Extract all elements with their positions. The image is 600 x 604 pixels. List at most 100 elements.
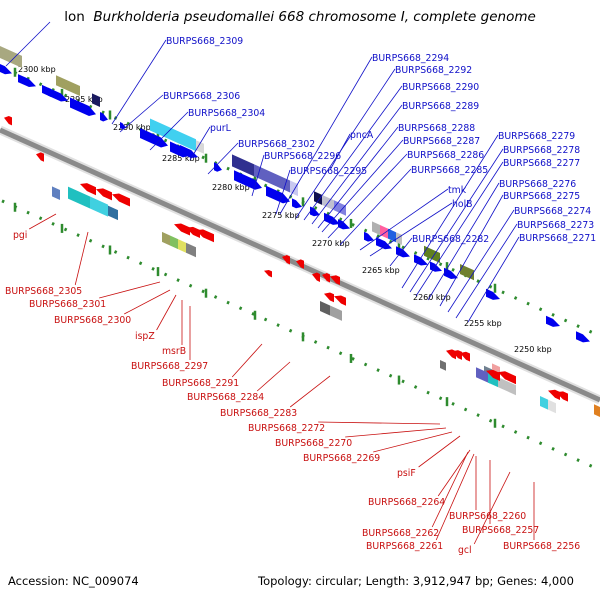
gene-label-bottom: pgi	[13, 230, 27, 241]
scale-dot	[526, 301, 530, 306]
scale-dot	[51, 222, 55, 226]
scale-dot	[588, 463, 593, 468]
gene-label-bottom: BURPS668_2284	[187, 392, 264, 403]
scale-dot	[1, 199, 5, 204]
label-leader-top	[111, 39, 167, 125]
cds-block	[396, 232, 402, 245]
scale-dot	[338, 217, 343, 222]
scale-dot	[588, 329, 593, 334]
scale-dot	[213, 295, 218, 299]
scale-dot	[351, 223, 355, 227]
scale-dot	[513, 296, 518, 300]
cds-block	[498, 377, 516, 396]
label-leader-top	[321, 139, 404, 233]
accession-text: Accession: NC_009074	[8, 574, 139, 588]
scale-dot	[226, 166, 230, 171]
scale-dot	[563, 452, 568, 457]
reverse-gene-arrow	[80, 183, 96, 196]
label-leader-top	[189, 126, 211, 161]
label-leader-top	[467, 236, 520, 323]
cds-block	[186, 242, 196, 258]
scale-label: 2300 kbp	[18, 65, 56, 74]
scale-dot	[63, 93, 68, 98]
gene-label-top: BURPS668_2271	[519, 233, 596, 244]
cds-block	[388, 228, 396, 243]
title-organism: Burkholderia pseudomallei 668 chromosome…	[93, 9, 536, 25]
scale-dot	[26, 210, 30, 215]
scale-dot	[138, 261, 143, 266]
scale-dot	[463, 407, 468, 412]
forward-gene-arrow	[214, 162, 222, 172]
gene-label-bottom: psiF	[397, 468, 416, 479]
scale-dot	[201, 289, 205, 294]
label-leader-top	[439, 194, 504, 307]
gene-label-top: BURPS668_2286	[407, 150, 484, 161]
gene-label-top: tmk	[448, 185, 467, 196]
scale-dot	[38, 82, 43, 87]
scale-dot	[63, 227, 68, 232]
cds-block	[460, 264, 474, 281]
scale-dot	[426, 256, 430, 261]
scale-dot	[313, 340, 318, 344]
scale-dot	[476, 413, 480, 418]
gene-label-top: BURPS668_2288	[398, 123, 475, 134]
cds-block	[0, 46, 22, 68]
cds-block	[162, 231, 170, 246]
gene-label-top: BURPS668_2282	[412, 234, 489, 245]
reverse-gene-arrow	[196, 229, 214, 243]
scale-dot	[38, 216, 43, 221]
cds-block	[476, 367, 490, 384]
label-leader-top	[455, 223, 518, 319]
label-leader-top	[389, 237, 413, 267]
gene-label-top: BURPS668_2296	[264, 151, 341, 162]
gene-label-top: BURPS668_2276	[499, 179, 576, 190]
gene-label-bottom: gcl	[458, 545, 472, 556]
scale-dot	[438, 262, 443, 267]
gene-label-top: BURPS668_2275	[503, 191, 580, 202]
label-leader-top	[415, 161, 504, 297]
forward-gene-arrow	[486, 288, 500, 300]
forward-gene-arrow	[266, 185, 290, 204]
scale-dot	[551, 313, 555, 317]
scale-label: 2250 kbp	[514, 345, 552, 354]
scale-dot	[563, 318, 568, 323]
forward-gene-arrow	[48, 87, 68, 102]
scale-dot	[576, 324, 580, 329]
scale-dot	[538, 307, 543, 312]
cds-block	[320, 301, 330, 316]
gene-label-top: BURPS668_2294	[372, 53, 449, 64]
forward-gene-arrow	[0, 64, 12, 75]
cds-block	[290, 180, 298, 197]
gene-label-bottom: BURPS668_2300	[54, 315, 131, 326]
label-leader-bottom	[231, 343, 263, 378]
scale-dot	[338, 351, 343, 356]
gene-label-top: BURPS668_2273	[517, 220, 594, 231]
cds-block	[424, 245, 440, 263]
scale-dot	[226, 300, 230, 305]
label-leader-top	[279, 56, 373, 215]
label-leader-top	[327, 153, 408, 239]
label-leader-top	[251, 154, 265, 197]
gene-label-bottom: BURPS668_2262	[362, 528, 439, 539]
reverse-gene-arrow	[330, 275, 340, 285]
gene-label-bottom: BURPS668_2261	[366, 541, 443, 552]
scale-dot	[88, 238, 93, 243]
reverse-gene-arrow	[174, 223, 190, 236]
forward-gene-arrow	[376, 237, 392, 250]
cds-block	[108, 205, 118, 221]
forward-gene-arrow	[120, 122, 126, 130]
scale-dot	[488, 284, 493, 289]
gene-label-top: BURPS668_2309	[166, 36, 243, 47]
scale-dot	[238, 306, 243, 311]
label-leader-bottom	[418, 435, 461, 468]
cds-block	[178, 239, 186, 253]
reverse-gene-arrow	[486, 369, 500, 381]
reverse-gene-arrow	[264, 269, 272, 278]
cds-block	[334, 200, 346, 216]
gene-label-bottom: BURPS668_2270	[275, 438, 352, 449]
gene-label-top: BURPS668_2302	[238, 139, 315, 150]
forward-gene-arrow	[100, 112, 108, 122]
forward-gene-arrow	[292, 198, 302, 209]
scale-dot	[163, 138, 168, 143]
